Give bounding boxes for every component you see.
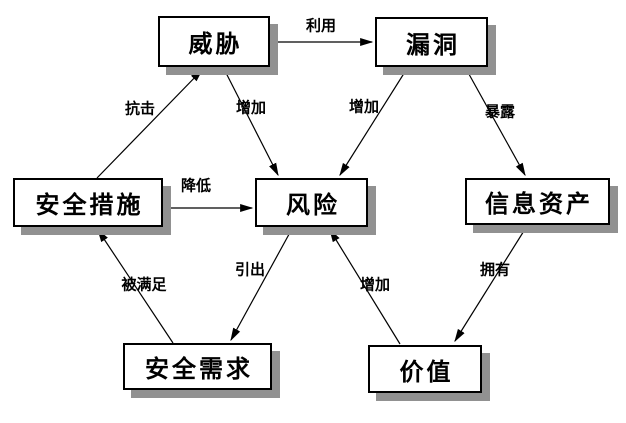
node-value-label: 价值 [399,358,454,386]
node-vulnerability: 漏洞 [375,17,488,67]
edge-risk-to-requirements [230,226,294,342]
edge-label-expose: 暴露 [484,103,516,121]
edge-vulnerability-to-assets [464,66,526,177]
edge-label-increase-3: 增加 [359,276,391,294]
node-threat: 威胁 [158,16,270,67]
edge-label-exploit: 利用 [305,17,337,35]
node-value: 价值 [368,345,482,393]
node-threat-label: 威胁 [188,31,243,58]
node-vulnerability-label: 漏洞 [406,31,460,59]
edge-label-increase-1: 增加 [235,99,267,117]
node-assets: 信息资产 [465,178,610,225]
edge-assets-to-value [454,225,528,343]
edge-threat-to-risk [222,66,279,177]
node-assets-label: 信息资产 [485,191,593,218]
node-safeguards-label: 安全措施 [35,192,144,219]
edge-label-owns: 拥有 [479,261,511,279]
edge-label-satisfied-by: 被满足 [121,276,167,294]
node-risk-label: 风险 [286,192,340,219]
edge-label-increase-2: 增加 [348,98,380,116]
node-requirements-label: 安全需求 [145,356,253,383]
node-safeguards: 安全措施 [13,178,163,227]
edge-safeguards-to-threat [96,69,203,179]
node-requirements: 安全需求 [123,343,272,390]
node-risk: 风险 [255,178,368,227]
edge-vulnerability-to-risk [339,66,409,177]
edge-label-counter: 抗击 [124,100,156,118]
edge-label-reduce: 降低 [180,177,212,195]
edge-label-leads-to: 引出 [234,261,266,279]
